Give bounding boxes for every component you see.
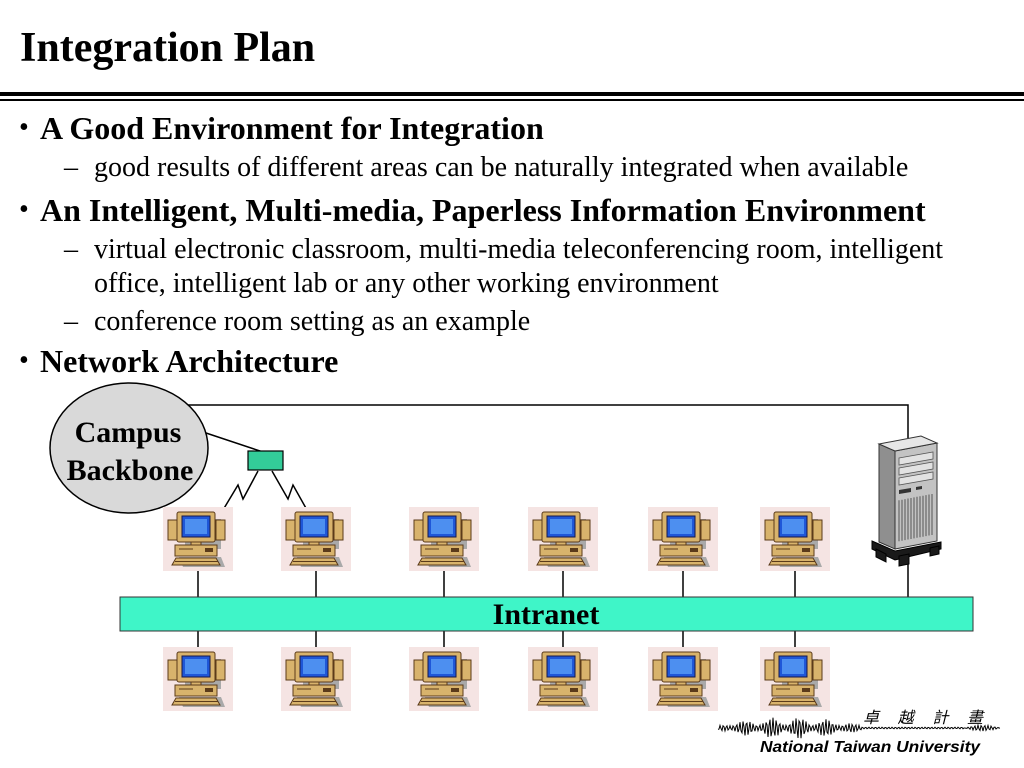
bullet-network-architecture: Network Architecture	[19, 345, 338, 377]
workstation-icon	[760, 507, 830, 571]
workstation-icon	[281, 647, 351, 711]
intranet-label: Intranet	[493, 598, 600, 631]
workstation-icon	[409, 647, 479, 711]
title-rule-thick	[0, 92, 1024, 96]
network-hub-icon	[247, 450, 284, 471]
workstation-icon	[760, 647, 830, 711]
server-tower-icon	[871, 435, 942, 567]
workstation-icon	[163, 507, 233, 571]
title-rule-thin	[0, 99, 1024, 101]
server-led	[916, 486, 922, 490]
server-button	[899, 488, 911, 494]
server-foot	[929, 545, 940, 557]
workstation-icon	[528, 507, 598, 571]
server-foot	[875, 548, 887, 563]
campus-backbone-ellipse	[49, 382, 209, 514]
server-top-panel	[877, 435, 939, 452]
intranet-bar	[119, 596, 974, 632]
backbone-to-hub-line	[199, 430, 264, 453]
workstation-icon	[648, 647, 718, 711]
university-logo: 卓 越 計 畫 National Taiwan University	[717, 708, 1001, 756]
server-grille	[898, 494, 933, 542]
logo-waveform	[717, 717, 1001, 739]
server-drive-bay	[898, 471, 934, 486]
server-foot	[898, 553, 910, 567]
sub-bullet-virtual-classroom: virtual electronic classroom, multi-medi…	[64, 233, 990, 301]
wireless-link-left	[222, 470, 259, 511]
server-side-panel	[878, 443, 896, 550]
campus-backbone-label-line1: Campus	[75, 416, 182, 449]
bullet-intelligent-environment: An Intelligent, Multi-media, Paperless I…	[19, 194, 926, 226]
server-base	[871, 540, 942, 561]
server-drive-bay	[898, 451, 934, 466]
slide-title: Integration Plan	[20, 25, 316, 71]
bullet-good-environment: A Good Environment for Integration	[19, 112, 544, 144]
workstation-icon	[648, 507, 718, 571]
workstation-icon	[409, 507, 479, 571]
sub-bullet-conference-room: conference room setting as an example	[64, 308, 990, 337]
logo-institution-name: National Taiwan University	[760, 739, 981, 756]
workstation-icon	[281, 507, 351, 571]
server-drive-bay	[898, 461, 934, 476]
logo-project-name: 卓 越 計 畫	[863, 708, 985, 727]
workstation-icon	[163, 647, 233, 711]
campus-backbone-label-line2: Backbone	[67, 454, 194, 487]
backbone-to-server-line	[170, 404, 909, 438]
sub-bullet-good-results: good results of different areas can be n…	[64, 154, 990, 183]
workstation-icon	[528, 647, 598, 711]
wireless-link-right	[271, 470, 308, 511]
